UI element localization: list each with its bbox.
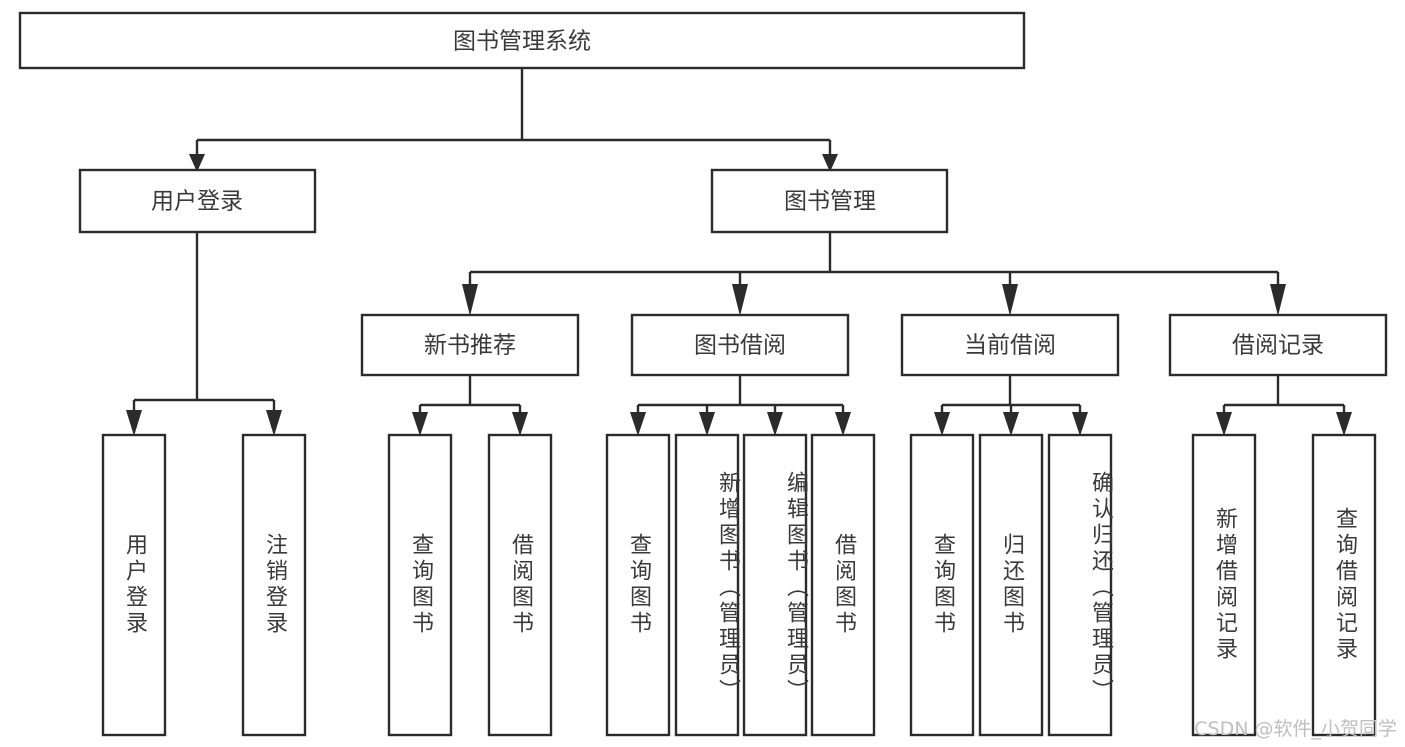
node-leaf-box[interactable] — [1191, 433, 1257, 737]
arrow-nb-leaf-0 — [412, 412, 428, 436]
node-leaf-box[interactable] — [487, 433, 553, 737]
node-box-group — [18, 11, 1388, 737]
node-current-borrow-box[interactable] — [900, 313, 1120, 377]
csdn-watermark: CSDN @软件_小贺同学 — [1194, 718, 1397, 740]
arrow-to-book-manage — [822, 154, 838, 172]
node-book-manage-label: 图书管理 — [784, 189, 876, 215]
node-new-book-box[interactable] — [360, 313, 580, 377]
arrow-nb-leaf-1 — [512, 412, 528, 436]
node-book-borrow-box[interactable] — [630, 313, 850, 377]
node-root-box[interactable] — [18, 11, 1026, 70]
node-leaf-box[interactable] — [387, 433, 453, 737]
arrow-to-new-book — [462, 284, 478, 316]
node-leaf-box[interactable] — [101, 433, 167, 737]
arrow-cb-leaf-2 — [1072, 412, 1088, 436]
connector-group — [126, 68, 1352, 436]
arrow-ul-leaf-0 — [126, 410, 142, 436]
node-borrow-record-box[interactable] — [1168, 313, 1388, 377]
node-book-borrow-label: 图书借阅 — [694, 333, 786, 359]
horizontal-label-group: 图书管理系统 用户登录 图书管理 新书推荐 图书借阅 当前借阅 借阅记录 — [151, 29, 1324, 359]
node-borrow-record-label: 借阅记录 — [1232, 333, 1324, 359]
arrow-to-current-borrow — [1002, 284, 1018, 316]
arrow-br-leaf-0 — [1216, 412, 1232, 436]
arrow-bb-leaf-1 — [699, 412, 715, 436]
arrow-bb-leaf-3 — [835, 412, 851, 436]
arrow-ul-leaf-1 — [266, 410, 282, 436]
node-leaf-box[interactable] — [674, 433, 740, 737]
arrow-br-leaf-1 — [1336, 412, 1352, 436]
node-new-book-label: 新书推荐 — [424, 333, 516, 359]
node-leaf-box[interactable] — [909, 433, 975, 737]
arrow-cb-leaf-1 — [1003, 412, 1019, 436]
node-current-borrow-label: 当前借阅 — [964, 333, 1056, 359]
node-book-manage-box[interactable] — [710, 168, 949, 234]
node-leaf-box[interactable] — [978, 433, 1044, 737]
arrow-cb-leaf-0 — [934, 412, 950, 436]
arrow-to-borrow-record — [1270, 284, 1286, 316]
node-leaf-box[interactable] — [742, 433, 808, 737]
arrow-bb-leaf-2 — [767, 412, 783, 436]
node-user-login-label: 用户登录 — [151, 189, 243, 215]
node-leaf-box[interactable] — [810, 433, 876, 737]
node-leaf-box[interactable] — [241, 433, 307, 737]
arrow-to-user-login — [189, 154, 205, 172]
arrow-to-book-borrow — [732, 284, 748, 316]
node-leaf-box[interactable] — [605, 433, 671, 737]
arrow-bb-leaf-0 — [630, 412, 646, 436]
node-leaf-box[interactable] — [1311, 433, 1377, 737]
node-leaf-box[interactable] — [1047, 433, 1113, 737]
node-root-label: 图书管理系统 — [453, 29, 591, 55]
node-user-login-box[interactable] — [78, 168, 317, 234]
